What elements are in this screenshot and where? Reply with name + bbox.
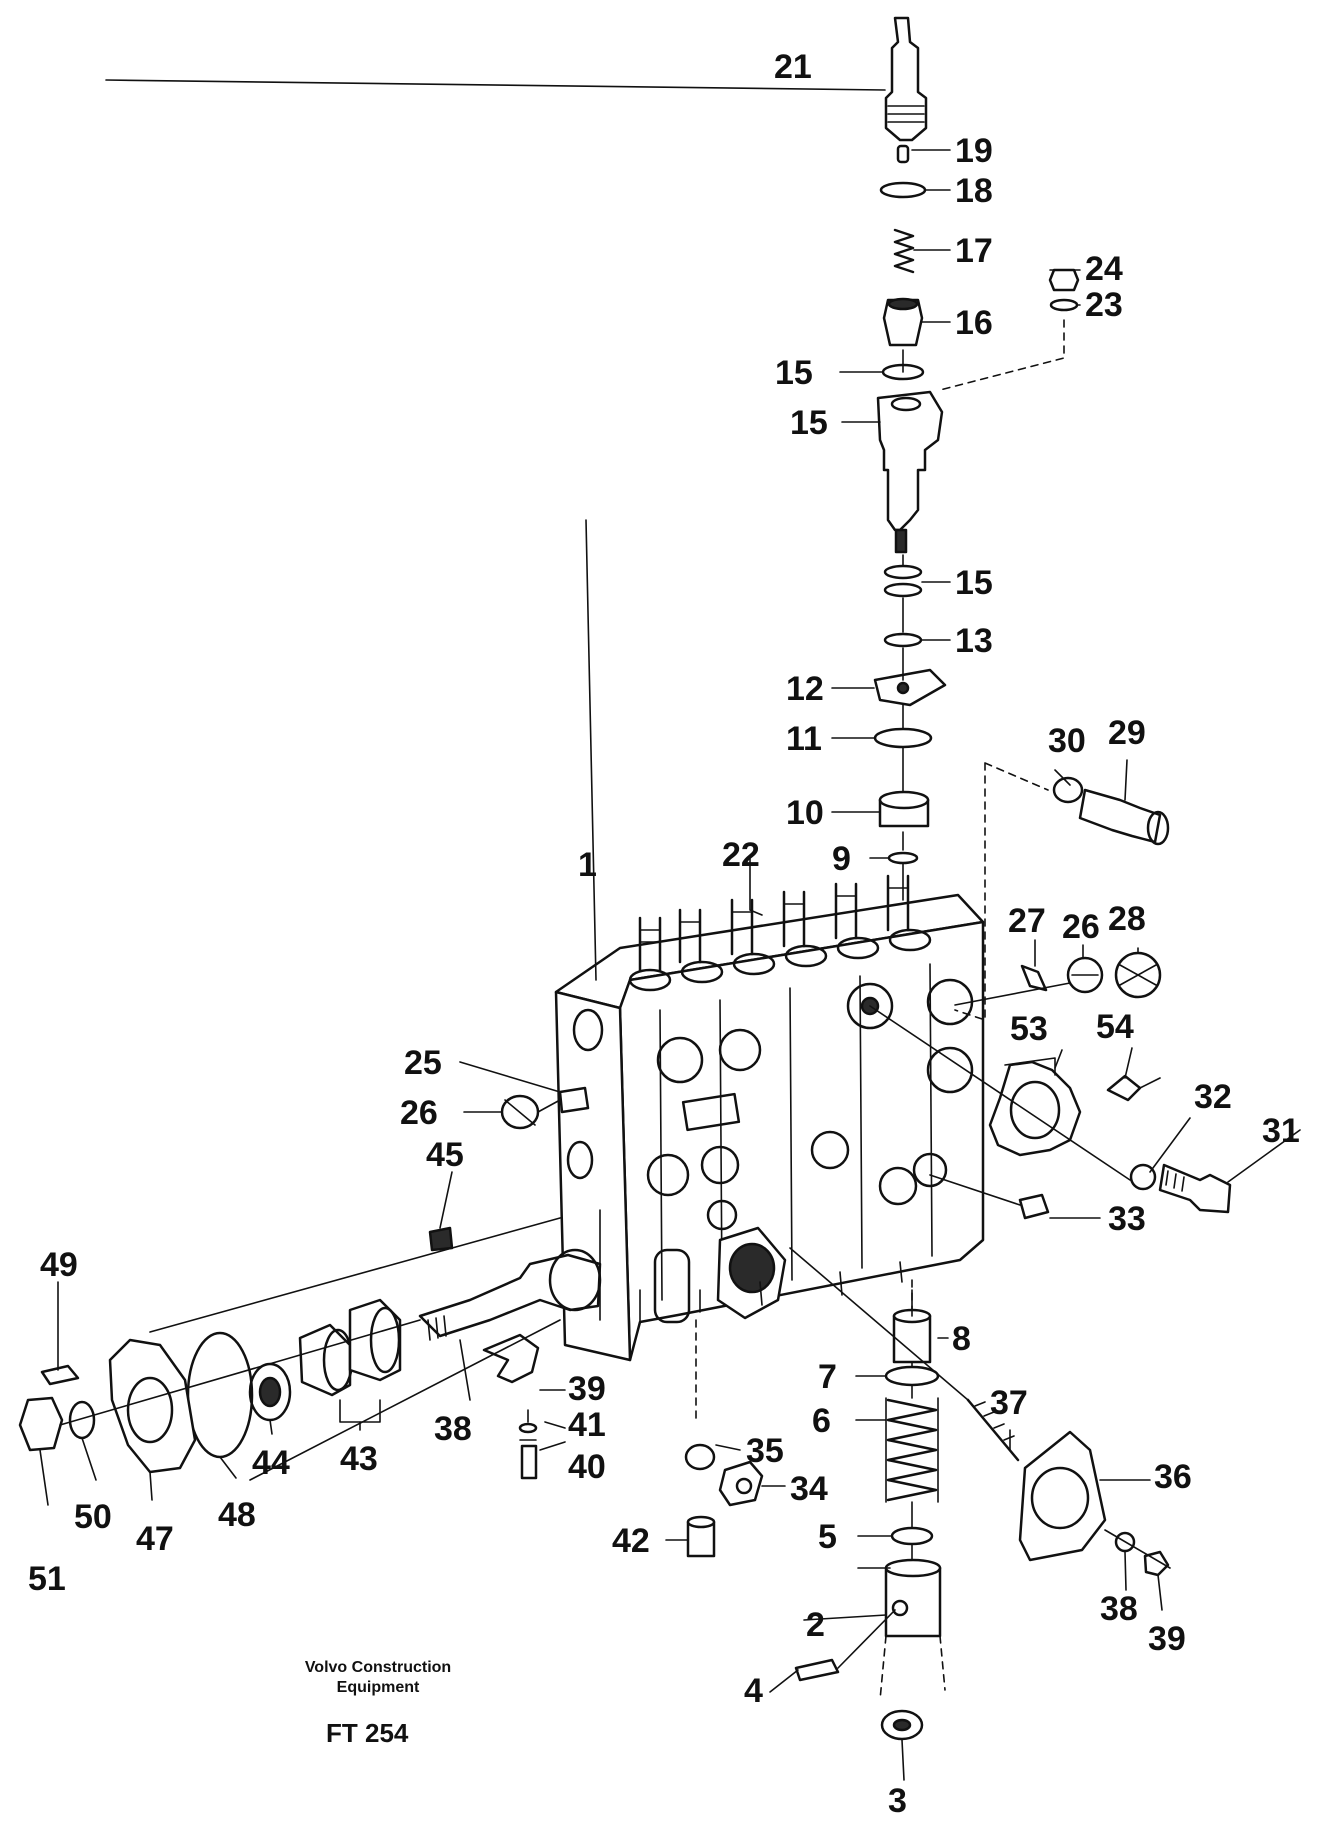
part-label-15-lower: 15 (955, 564, 993, 602)
part-label-8: 8 (952, 1320, 971, 1358)
part-label-40: 38 (434, 1410, 472, 1448)
part-label-24: 24 (1085, 250, 1123, 288)
nut-washer-23-24 (939, 268, 1080, 391)
part-label-51: 50 (74, 1498, 112, 1536)
part-label-34: 34 (790, 1470, 828, 1508)
part-label-20: 19 (955, 132, 993, 170)
part-label-6: 6 (812, 1402, 831, 1440)
part-label-1: 1 (578, 846, 597, 884)
part-label-22: 22 (722, 836, 760, 874)
part-label-10: 10 (786, 794, 824, 832)
part-label-41: 39 (568, 1370, 606, 1408)
part-label-13: 13 (955, 622, 993, 660)
part-label-15-upper: 15 (775, 354, 813, 392)
part-label-4: 4 (744, 1672, 763, 1710)
coupling-parts (869, 1005, 1232, 1220)
part-label-19: 18 (955, 172, 993, 210)
part-label-28: 28 (1108, 900, 1146, 938)
delivery-valve-stack (873, 16, 947, 901)
part-label-39: 39 (1148, 1620, 1186, 1658)
part-label-12: 12 (786, 670, 824, 708)
part-label-37: 37 (990, 1384, 1028, 1422)
roller-tappet-stack (794, 1279, 946, 1741)
part-label-47: 45 (426, 1136, 464, 1174)
caption-block: Volvo Construction Equipment FT 254 (305, 1659, 451, 1748)
part-label-45: 43 (340, 1440, 378, 1478)
camshaft-assembly (18, 1217, 602, 1481)
part-label-33: 33 (1108, 1200, 1146, 1238)
part-label-26-right: 26 (1062, 908, 1100, 946)
part-label-5: 5 (818, 1518, 837, 1556)
part-label-29: 29 (1108, 714, 1146, 752)
part-label-49: 48 (218, 1496, 256, 1534)
part-label-48: 47 (136, 1520, 174, 1558)
part-label-43: 41 (568, 1406, 606, 1444)
part-label-35: 35 (746, 1432, 784, 1470)
pump-housing (554, 893, 985, 1362)
part-label-11: 11 (786, 720, 822, 758)
part-label-2: 2 (806, 1606, 825, 1644)
part-label-36: 36 (1154, 1458, 1192, 1496)
part-label-44: 42 (612, 1522, 650, 1560)
part-label-38: 38 (1100, 1590, 1138, 1628)
part-label-31: 31 (1262, 1112, 1300, 1150)
part-label-46: 44 (252, 1444, 290, 1482)
caption-figure-code: FT 254 (326, 1718, 409, 1748)
part-label-30: 30 (1048, 722, 1086, 760)
part-label-52: 51 (28, 1560, 66, 1598)
part-label-23: 23 (1085, 286, 1123, 324)
caption-division: Equipment (337, 1679, 420, 1696)
part-label-21: 21 (774, 48, 812, 86)
part-label-50: 49 (40, 1246, 78, 1284)
part-label-32: 32 (1194, 1078, 1232, 1116)
part-label-16: 15 (790, 404, 828, 442)
part-label-3: 3 (888, 1782, 907, 1820)
part-label-25: 25 (404, 1044, 442, 1082)
part-label-27: 27 (1008, 902, 1046, 940)
lower-fittings (684, 1247, 1171, 1577)
right-side-fittings (954, 762, 1170, 1021)
caption-manufacturer: Volvo Construction (305, 1659, 451, 1676)
part-label-26-left: 26 (400, 1094, 438, 1132)
part-label-54: 54 (1096, 1008, 1134, 1046)
leader-lines (39, 79, 1301, 1781)
part-label-18: 17 (955, 232, 993, 270)
part-number-labels: 21 19 18 17 24 23 16 15 15 15 13 12 11 3… (28, 48, 1300, 1820)
housing-studs (638, 874, 910, 972)
part-label-17: 16 (955, 304, 993, 342)
part-label-9: 9 (832, 840, 851, 878)
part-label-7: 7 (818, 1358, 837, 1396)
part-label-42: 40 (568, 1448, 606, 1486)
part-label-53: 53 (1010, 1010, 1048, 1048)
